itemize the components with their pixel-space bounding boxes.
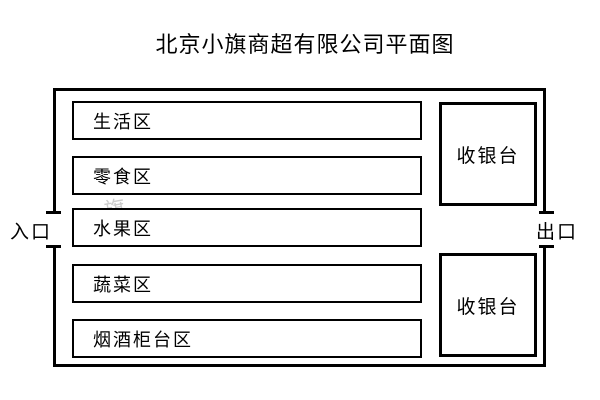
entrance-gap-tick-bottom [46,245,61,248]
cashier-desk-top: 收银台 [439,102,537,206]
zone-vegetable-area: 蔬菜区 [72,264,422,303]
exit-gap-tick-top [539,211,554,214]
exit-label: 出口 [536,221,579,243]
exit-opening [541,214,551,245]
entrance-opening [48,214,58,245]
exit-gap-tick-bottom [539,245,554,248]
entrance-label: 入口 [10,221,53,243]
zone-fruit-area: 水果区 [72,208,422,247]
page-title: 北京小旗商超有限公司平面图 [155,33,455,58]
entrance-gap-tick-top [46,211,61,214]
cashier-desk-bottom: 收银台 [439,253,537,357]
zone-living-area: 生活区 [72,101,422,140]
zone-tobacco-liquor-counter-area: 烟酒柜台区 [72,319,422,358]
zone-snacks-area: 零食区 [72,156,422,195]
